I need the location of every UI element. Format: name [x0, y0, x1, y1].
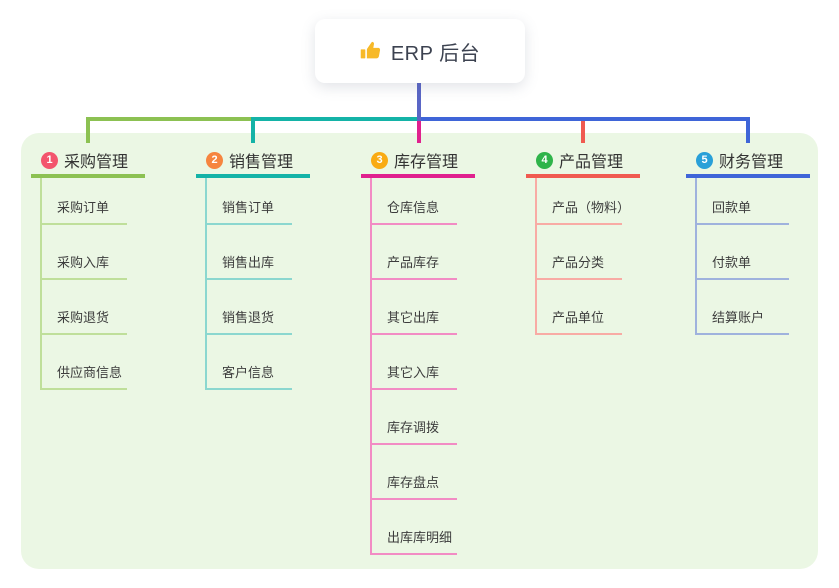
child-node[interactable]: 产品库存 [372, 225, 457, 280]
branch-badge-4: 4 [536, 151, 553, 169]
child-label: 其它入库 [387, 365, 440, 380]
connector-root-trunk [417, 83, 421, 121]
child-node[interactable]: 客户信息 [207, 335, 292, 390]
branch-column-inventory: 3 库存管理 仓库信息 产品库存 其它出库 其它入库 库存调拨 库存盘点 出库库… [361, 146, 475, 555]
child-label: 销售订单 [222, 200, 275, 215]
branch-badge-2: 2 [206, 151, 223, 169]
child-node[interactable]: 采购订单 [42, 178, 127, 225]
branch-badge-3: 3 [371, 151, 388, 169]
child-node[interactable]: 库存调拨 [372, 390, 457, 445]
branch-column-product: 4 产品管理 产品（物料） 产品分类 产品单位 [526, 146, 640, 335]
connector-branch3-drop [417, 121, 421, 143]
branch-children: 产品（物料） 产品分类 产品单位 [535, 178, 630, 335]
child-label: 产品分类 [552, 255, 605, 270]
branch-node-product[interactable]: 4 产品管理 [526, 146, 640, 178]
connector-branch4-drop [581, 121, 585, 143]
root-label: ERP 后台 [390, 42, 481, 65]
child-node[interactable]: 出库库明细 [372, 500, 457, 555]
child-node[interactable]: 结算账户 [697, 280, 789, 335]
branch-badge-1: 1 [41, 151, 58, 169]
child-label: 付款单 [712, 255, 752, 270]
branch-column-purchase: 1 采购管理 采购订单 采购入库 采购退货 供应商信息 [31, 146, 145, 390]
child-label: 采购入库 [57, 255, 110, 270]
branch-node-inventory[interactable]: 3 库存管理 [361, 146, 475, 178]
child-label: 客户信息 [222, 365, 275, 380]
branch-node-purchase[interactable]: 1 采购管理 [31, 146, 145, 178]
thumbs-up-icon [360, 40, 382, 62]
child-node[interactable]: 其它出库 [372, 280, 457, 335]
child-node[interactable]: 采购入库 [42, 225, 127, 280]
branch-label: 销售管理 [229, 154, 294, 171]
mindmap-background-panel [21, 133, 818, 569]
child-node[interactable]: 销售退货 [207, 280, 292, 335]
branch-node-sales[interactable]: 2 销售管理 [196, 146, 310, 178]
child-node[interactable]: 库存盘点 [372, 445, 457, 500]
child-label: 出库库明细 [387, 530, 453, 545]
branch-label: 产品管理 [559, 154, 624, 171]
child-label: 其它出库 [387, 310, 440, 325]
child-label: 销售出库 [222, 255, 275, 270]
branch-label: 财务管理 [719, 154, 784, 171]
child-label: 库存调拨 [387, 420, 440, 435]
branch-children: 采购订单 采购入库 采购退货 供应商信息 [40, 178, 127, 390]
child-label: 结算账户 [712, 310, 765, 325]
child-node[interactable]: 回款单 [697, 178, 789, 225]
root-node[interactable]: ERP 后台 [315, 19, 525, 83]
child-node[interactable]: 销售出库 [207, 225, 292, 280]
branch-column-sales: 2 销售管理 销售订单 销售出库 销售退货 客户信息 [196, 146, 310, 390]
connector-branch5-drop [746, 117, 750, 143]
child-label: 仓库信息 [387, 200, 440, 215]
child-label: 产品（物料） [552, 200, 631, 215]
child-node[interactable]: 产品单位 [537, 280, 622, 335]
child-label: 采购退货 [57, 310, 110, 325]
child-node[interactable]: 产品（物料） [537, 178, 630, 225]
child-label: 回款单 [712, 200, 752, 215]
connector-branch2-line [251, 117, 419, 121]
child-node[interactable]: 采购退货 [42, 280, 127, 335]
child-node[interactable]: 其它入库 [372, 335, 457, 390]
child-node[interactable]: 付款单 [697, 225, 789, 280]
child-label: 产品库存 [387, 255, 440, 270]
branch-node-finance[interactable]: 5 财务管理 [686, 146, 810, 178]
child-node[interactable]: 供应商信息 [42, 335, 127, 390]
child-label: 采购订单 [57, 200, 110, 215]
child-label: 销售退货 [222, 310, 275, 325]
child-node[interactable]: 产品分类 [537, 225, 622, 280]
branch-children: 回款单 付款单 结算账户 [695, 178, 789, 335]
connector-branch5-line [419, 117, 750, 121]
connector-branch1-drop [86, 117, 90, 143]
child-node[interactable]: 仓库信息 [372, 178, 457, 225]
branch-label: 采购管理 [64, 154, 129, 171]
child-node[interactable]: 销售订单 [207, 178, 292, 225]
branch-children: 销售订单 销售出库 销售退货 客户信息 [205, 178, 292, 390]
branch-children: 仓库信息 产品库存 其它出库 其它入库 库存调拨 库存盘点 出库库明细 [370, 178, 457, 555]
branch-label: 库存管理 [394, 154, 459, 171]
child-label: 产品单位 [552, 310, 605, 325]
child-label: 库存盘点 [387, 475, 440, 490]
branch-column-finance: 5 财务管理 回款单 付款单 结算账户 [686, 146, 810, 335]
branch-badge-5: 5 [696, 151, 713, 169]
child-label: 供应商信息 [57, 365, 123, 380]
connector-branch2-drop [251, 117, 255, 143]
